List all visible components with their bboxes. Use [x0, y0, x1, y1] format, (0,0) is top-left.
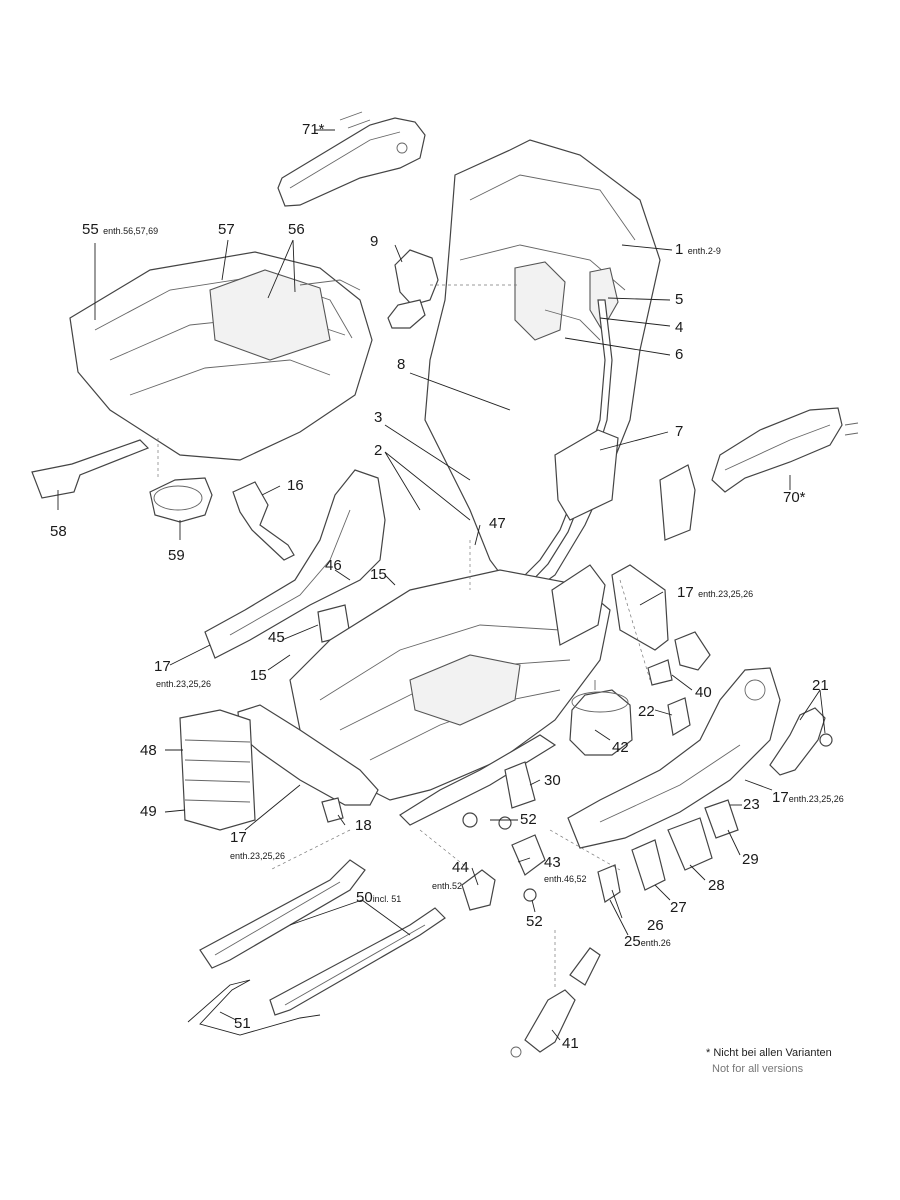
callout-58: 58 — [50, 523, 67, 540]
component-18 — [321, 797, 344, 823]
callout-9: 9 — [370, 233, 379, 250]
callout-8: 8 — [397, 356, 406, 373]
callout-43-sub: enth.46,52 — [544, 874, 587, 884]
callout-15a: 15 — [370, 566, 387, 583]
callout-17-left: 17 — [154, 658, 171, 675]
callout-5: 5 — [675, 291, 684, 308]
callout-52b: 52 — [526, 913, 543, 930]
callout-17-front-left-sub: enth.23,25,26 — [230, 851, 286, 861]
callout-23: 23 — [743, 796, 760, 813]
component-43 — [511, 834, 546, 876]
callout-71: 71* — [302, 121, 325, 138]
wire-bar-51 — [187, 979, 321, 1036]
callout-59: 59 — [168, 547, 185, 564]
callout-47: 47 — [489, 515, 506, 532]
callout-2: 2 — [374, 442, 383, 459]
backrest-1 — [424, 139, 661, 601]
callout-42: 42 — [612, 739, 629, 756]
callout-25: 25enth.26 — [624, 933, 671, 950]
callout-7: 7 — [675, 423, 684, 440]
callout-17-rear-right: 17 enth.23,25,26 — [677, 584, 754, 601]
callout-6: 6 — [675, 346, 684, 363]
side-panel-17-front-left — [237, 704, 379, 806]
seat-frame — [289, 569, 611, 826]
callout-45: 45 — [268, 629, 285, 646]
callout-30: 30 — [544, 772, 561, 789]
switch-29 — [704, 799, 739, 839]
component-22 — [667, 697, 691, 736]
callout-40: 40 — [695, 684, 712, 701]
damper-41 — [510, 947, 601, 1058]
callout-70: 70* — [783, 489, 806, 506]
callout-28: 28 — [708, 877, 725, 894]
callout-26: 26 — [647, 917, 664, 934]
callout-44: 44 — [452, 859, 469, 876]
callout-21: 21 — [812, 677, 829, 694]
callout-17-left-sub: enth.23,25,26 — [156, 679, 212, 689]
retractor-59 — [149, 477, 213, 523]
callout-50: 50incl. 51 — [356, 889, 402, 906]
callout-48: 48 — [140, 742, 157, 759]
seat-cushion-55 — [69, 251, 373, 461]
switch-28 — [667, 817, 713, 871]
side-panel-17-right — [567, 667, 781, 849]
side-panel-17-left — [204, 469, 386, 659]
handle-58 — [31, 439, 150, 499]
callout-56: 56 — [288, 221, 305, 238]
callout-1: 1 enth.2-9 — [675, 241, 721, 258]
callout-3: 3 — [374, 409, 383, 426]
bracket-30 — [504, 761, 536, 809]
seat-rails-50 — [199, 859, 446, 1016]
callout-27: 27 — [670, 899, 687, 916]
callout-49: 49 — [140, 803, 157, 820]
armrest-70 — [711, 407, 859, 493]
side-panel-17-rear-right — [611, 564, 669, 651]
callout-16: 16 — [287, 477, 304, 494]
callout-51: 51 — [234, 1015, 251, 1032]
callout-43: 43 — [544, 854, 561, 871]
air-spring-42 — [569, 680, 633, 756]
callout-57: 57 — [218, 221, 235, 238]
switch-27 — [631, 839, 666, 891]
footnote-de: * Nicht bei allen Varianten — [706, 1047, 832, 1059]
callout-52a: 52 — [520, 811, 537, 828]
bellows-48 — [179, 709, 256, 831]
buckle-16 — [232, 481, 295, 561]
callout-29: 29 — [742, 851, 759, 868]
callout-55: 55 enth.56,57,69 — [82, 221, 159, 238]
callout-22: 22 — [638, 703, 655, 720]
callout-44-sub: enth.52 — [432, 881, 463, 891]
footnote-en: Not for all versions — [712, 1063, 804, 1075]
callout-15b: 15 — [250, 667, 267, 684]
callout-17-right: 17enth.23,25,26 — [772, 789, 844, 806]
callout-17-front-left: 17 — [230, 829, 247, 846]
callout-41: 41 — [562, 1035, 579, 1052]
component-9 — [387, 249, 439, 329]
component-44 — [461, 869, 496, 911]
callout-46: 46 — [325, 557, 342, 574]
callout-18: 18 — [355, 817, 372, 834]
callout-4: 4 — [675, 319, 684, 336]
armrest-71 — [277, 111, 426, 207]
backrest-hinge-plates — [551, 429, 696, 646]
lever-21 — [769, 707, 833, 776]
component-40 — [647, 631, 711, 686]
lever-25-26 — [597, 864, 621, 903]
